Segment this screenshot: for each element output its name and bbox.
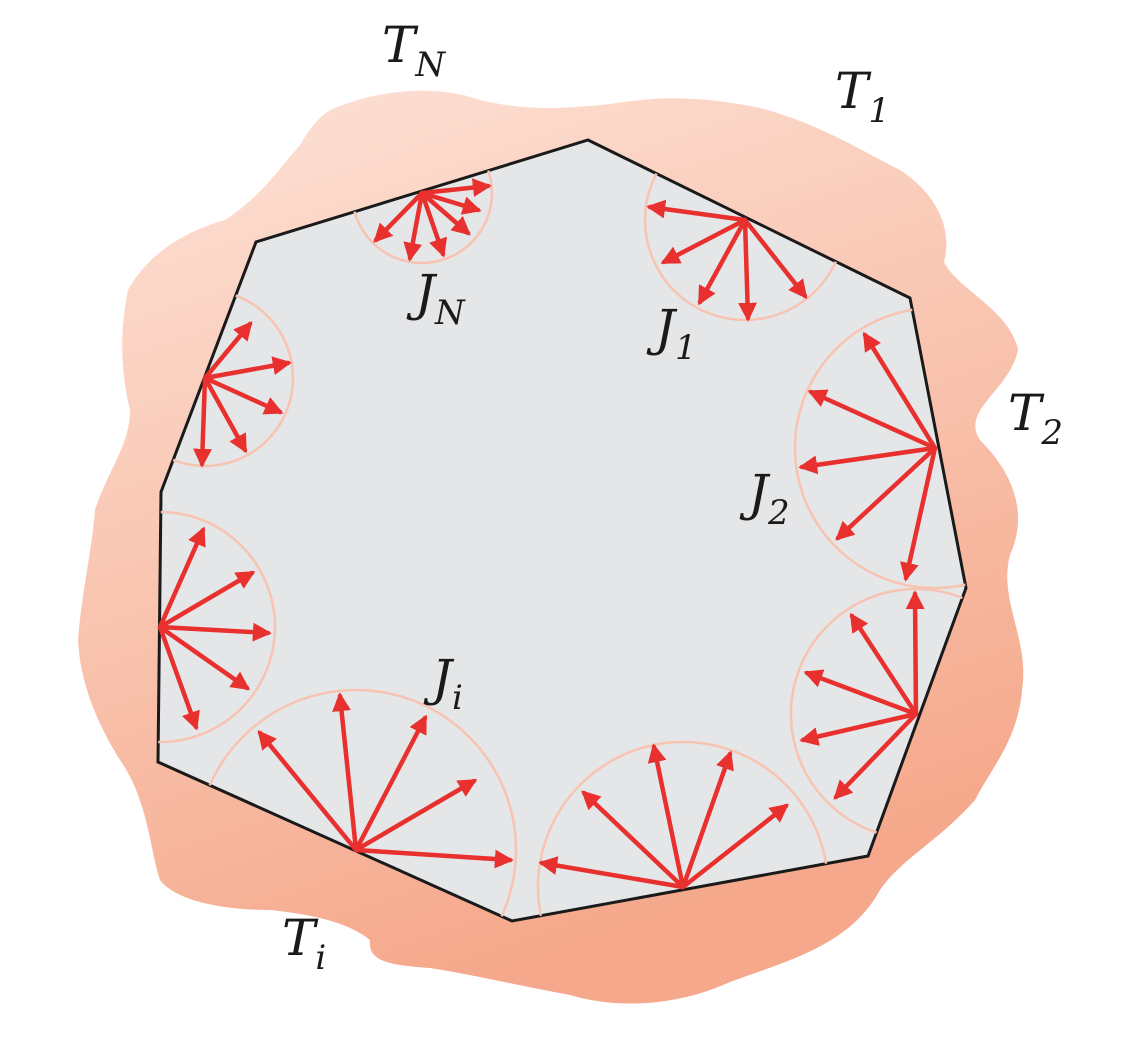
ray [900, 445, 938, 582]
ray [403, 190, 425, 262]
ray [419, 190, 448, 258]
ray [157, 526, 206, 630]
ray [193, 375, 212, 468]
ray [157, 624, 251, 691]
ray [332, 692, 359, 853]
label-Ti: Ti [282, 909, 326, 978]
ray [905, 590, 925, 717]
label-T2: T2 [1008, 384, 1063, 453]
ray [257, 730, 359, 853]
ray [742, 217, 808, 299]
ray [697, 217, 748, 306]
ray [738, 217, 757, 322]
ray [680, 803, 789, 890]
ray [353, 778, 478, 853]
ray [799, 711, 919, 746]
ray [157, 570, 256, 630]
ray [202, 375, 248, 454]
label-TN: TN [382, 16, 446, 85]
emitter-group-left [157, 510, 277, 744]
emitter-group-Ji [194, 688, 518, 921]
ray [373, 190, 425, 243]
ray [680, 750, 734, 890]
ray [807, 389, 938, 451]
ray [647, 743, 686, 890]
ray [849, 612, 919, 717]
label-T1: T1 [835, 62, 890, 131]
ray [157, 624, 200, 731]
ray [353, 714, 428, 853]
ray [202, 321, 253, 381]
ray [157, 622, 272, 642]
ray [660, 217, 748, 265]
ray [202, 356, 292, 381]
ray [803, 669, 919, 717]
ray [581, 790, 686, 890]
ray [833, 711, 919, 800]
ray [419, 178, 492, 197]
ray [353, 847, 514, 869]
ray [835, 445, 938, 541]
ray [538, 856, 686, 890]
ray [419, 190, 471, 236]
ray [419, 190, 482, 215]
enclosure-polygon [156, 138, 968, 923]
ray [862, 331, 938, 451]
ray [202, 375, 284, 415]
ray [798, 445, 938, 475]
ray [646, 199, 748, 223]
